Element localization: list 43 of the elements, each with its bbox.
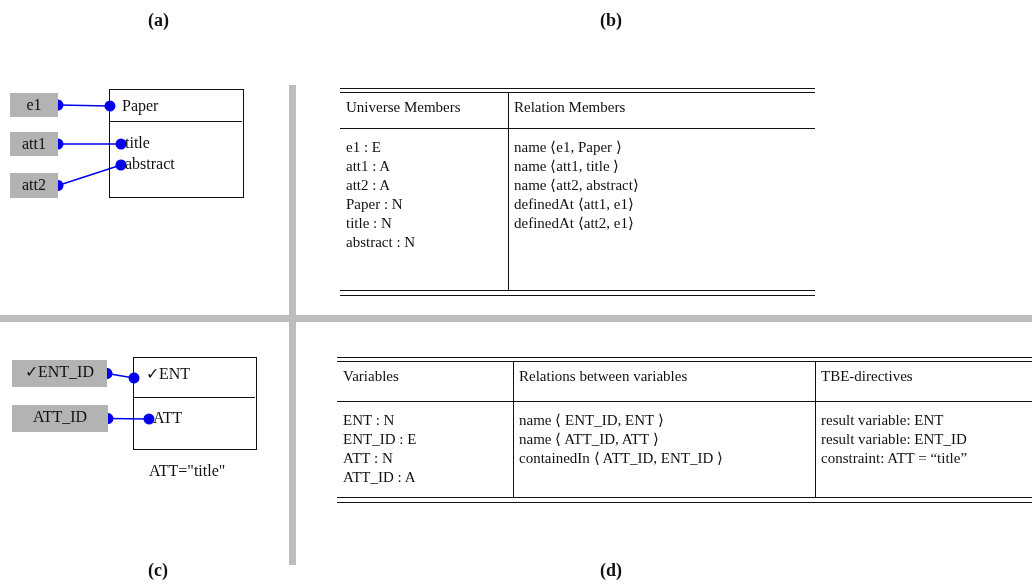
table-text: att2 : A bbox=[346, 176, 391, 195]
attribute-label: title bbox=[121, 133, 181, 155]
panel-label: (b) bbox=[600, 10, 622, 31]
column-header: Relation Members bbox=[514, 98, 626, 117]
table-text: name ⟨ ENT_ID, ENT ⟩ bbox=[519, 411, 664, 430]
identifier-box: e1 bbox=[10, 93, 58, 117]
note-text: ATT="title" bbox=[149, 462, 226, 480]
class-box bbox=[109, 89, 244, 198]
table-text: ATT_ID : A bbox=[343, 468, 416, 487]
class-box bbox=[133, 357, 257, 450]
table-text: Paper : N bbox=[346, 195, 403, 214]
table-text: definedAt ⟨att2, e1⟩ bbox=[514, 214, 634, 233]
attribute-label: abstract bbox=[121, 154, 191, 176]
identifier-box: att2 bbox=[10, 173, 58, 198]
compartment: ✓ENT bbox=[134, 358, 255, 398]
table-text: ATT : N bbox=[343, 449, 393, 468]
table-text: ENT_ID : E bbox=[343, 430, 417, 449]
identifier-box: ATT_ID bbox=[12, 405, 108, 432]
table-text: ENT : N bbox=[343, 411, 395, 430]
identifier-box: att1 bbox=[10, 132, 58, 156]
table-text: e1 : E bbox=[346, 138, 381, 157]
column-header: TBE-directives bbox=[821, 367, 913, 386]
column-header: Variables bbox=[343, 367, 399, 386]
table-text: att1 : A bbox=[346, 157, 391, 176]
table-text: title : N bbox=[346, 214, 392, 233]
panel-label: (c) bbox=[148, 560, 168, 581]
table-text: name ⟨e1, Paper ⟩ bbox=[514, 138, 622, 157]
table-text: constraint: ATT = “title” bbox=[821, 449, 968, 468]
panel-label: (a) bbox=[148, 10, 169, 31]
compartment: Paper bbox=[110, 90, 242, 122]
table-text: name ⟨att1, title ⟩ bbox=[514, 157, 620, 176]
table-text: definedAt ⟨att1, e1⟩ bbox=[514, 195, 634, 214]
table-text: name ⟨ ATT_ID, ATT ⟩ bbox=[519, 430, 659, 449]
table-text: name ⟨att2, abstract⟩ bbox=[514, 176, 639, 195]
table-text: abstract : N bbox=[346, 233, 416, 252]
table-text: result variable: ENT_ID bbox=[821, 430, 967, 449]
column-header: Universe Members bbox=[346, 98, 461, 117]
table-text: result variable: ENT bbox=[821, 411, 944, 430]
column-header: Relations between variables bbox=[519, 367, 688, 386]
table-text: containedIn ⟨ ATT_ID, ENT_ID ⟩ bbox=[519, 449, 724, 468]
identifier-box: ✓ENT_ID bbox=[12, 360, 107, 387]
attribute-label: ATT bbox=[149, 408, 199, 430]
panel-label: (d) bbox=[600, 560, 622, 581]
